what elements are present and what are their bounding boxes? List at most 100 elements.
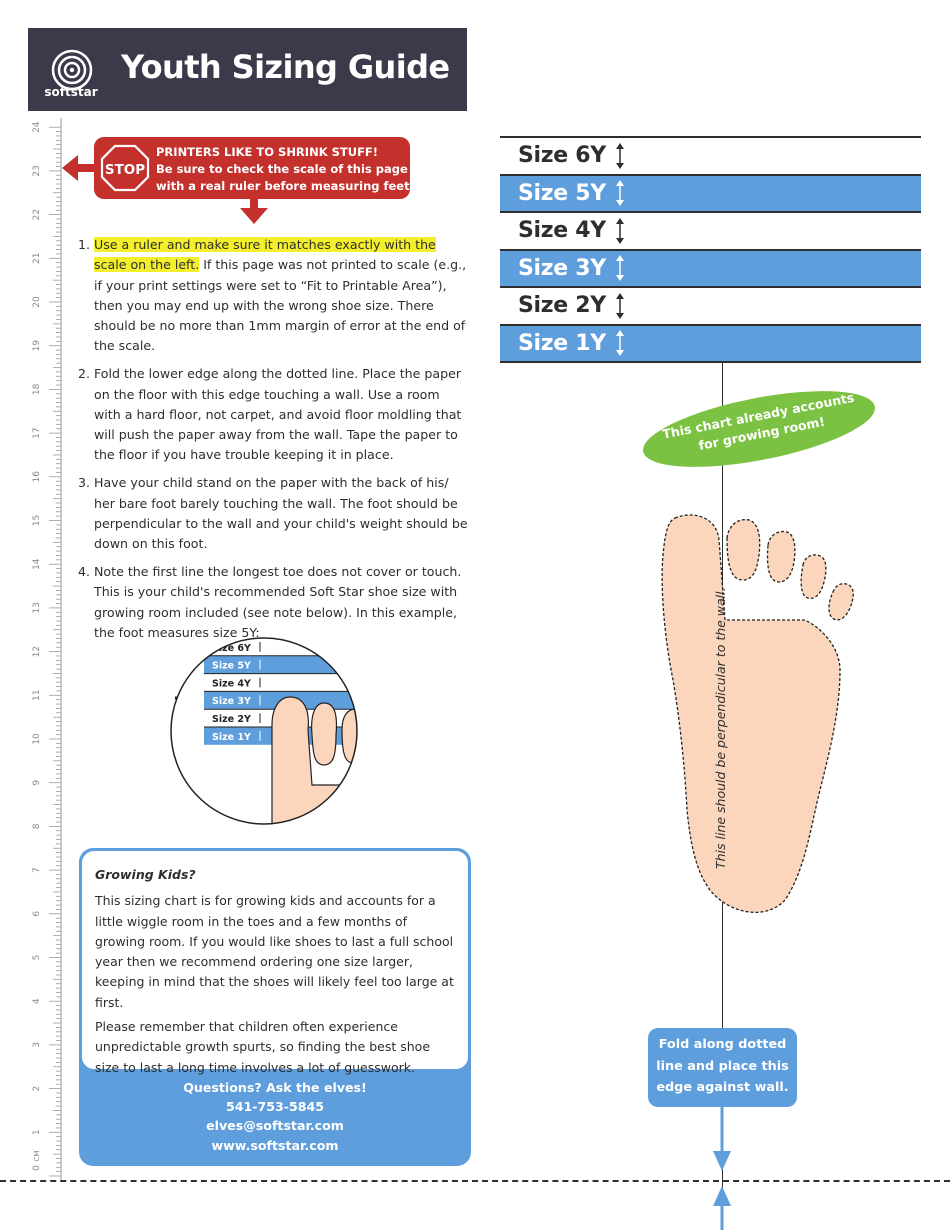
brand-name: softstar	[44, 85, 98, 99]
ruler-label: 6	[32, 911, 42, 917]
instruction-step-4: 4. Note the first line the longest toe d…	[78, 562, 470, 643]
ruler-label: 20	[32, 296, 42, 308]
contact-website[interactable]: www.softstar.com	[211, 1137, 339, 1153]
step-number: 1.	[78, 237, 91, 252]
ruler-label: 13	[32, 602, 42, 613]
perpendicular-note: This line should be perpendicular to the…	[713, 587, 728, 869]
size-label: Size 6Y	[518, 143, 606, 169]
example-zoom-circle: Size 6Y Size 5Y Size 4Y Size 3Y Size 2Y Size …	[170, 637, 358, 825]
zoom-size-label: Size 1Y	[212, 732, 251, 743]
size-label: Size 4Y	[518, 218, 606, 244]
foot-outline	[661, 514, 854, 913]
warning-line-1: PRINTERS LIKE TO SHRINK STUFF!	[156, 145, 379, 159]
ruler-label: 8	[32, 823, 42, 829]
step-text: If this page was not printed to scale (e…	[94, 257, 467, 354]
contact-info: Questions? Ask the elves! 541-753-5845 e…	[79, 1078, 471, 1155]
ruler-label: 7	[32, 867, 42, 873]
size-row: Size 2Y	[500, 286, 921, 324]
size-row: Size 5Y	[500, 173, 921, 211]
size-chart: Size 6Y Size 5Y Size 4Y Size 3Y Size 2Y Size …	[500, 136, 921, 363]
arrow-down-to-fold-icon	[713, 1105, 731, 1171]
ruler-label: 11	[32, 690, 42, 701]
contact-email[interactable]: elves@softstar.com	[206, 1118, 344, 1134]
size-label: Size 5Y	[518, 180, 606, 206]
growing-kids-paragraph-2: Please remember that children often expe…	[95, 1019, 431, 1075]
double-arrow-icon	[615, 142, 624, 169]
zoom-size-label: Size 5Y	[212, 661, 251, 672]
instruction-step-2: 2. Fold the lower edge along the dotted …	[78, 364, 470, 465]
ruler-unit: CM	[33, 1151, 41, 1162]
cm-ruler: 0123456789101112131415161718192021222324…	[32, 118, 62, 1182]
fold-dotted-line	[0, 1180, 950, 1182]
ruler-label: 21	[32, 253, 42, 264]
double-arrow-icon	[615, 292, 624, 319]
ruler-label: 17	[32, 427, 42, 438]
warning-line-2: Be sure to check the scale of this page	[156, 162, 408, 176]
instructions-list: 1. Use a ruler and make sure it matches …	[78, 235, 470, 651]
ruler-label: 5	[32, 955, 42, 961]
zoom-size-label: Size 4Y	[212, 678, 251, 689]
step-number: 2.	[78, 366, 91, 382]
ruler-label: 12	[32, 646, 42, 657]
size-row: Size 6Y	[500, 136, 921, 174]
zoom-size-row	[204, 673, 357, 692]
softstar-logo-icon	[51, 49, 93, 91]
contact-phone[interactable]: 541-753-5845	[225, 1099, 325, 1115]
fold-instruction: Fold along dotted line and place this ed…	[648, 1028, 797, 1107]
ruler-label: 14	[32, 558, 42, 570]
size-label: Size 3Y	[518, 255, 606, 281]
growing-room-badge	[643, 391, 875, 467]
step-text: Note the first line the longest toe does…	[94, 563, 462, 640]
instruction-step-3: 3. Have your child stand on the paper wi…	[78, 473, 470, 554]
growing-kids-title: Growing Kids?	[95, 867, 196, 882]
ruler-label: 0	[32, 1165, 42, 1171]
growing-kids-paragraph-1: This sizing chart is for growing kids an…	[95, 893, 454, 1010]
ruler-label: 22	[32, 209, 42, 220]
ruler-label: 1	[32, 1129, 42, 1135]
header-banner: softstar Youth Sizing Guide	[28, 28, 467, 111]
arrow-up-to-fold-icon	[713, 1186, 731, 1230]
ruler-label: 10	[32, 733, 42, 745]
fold-line-3: edge against wall.	[656, 1080, 789, 1095]
page-title: Youth Sizing Guide	[121, 48, 450, 86]
ruler-label: 16	[32, 471, 42, 483]
double-arrow-icon	[615, 330, 624, 357]
size-row: Size 3Y	[500, 248, 921, 286]
ruler-label: 19	[32, 340, 42, 352]
double-arrow-icon	[615, 255, 624, 282]
stop-sign-icon: STOP	[100, 144, 150, 192]
size-label: Size 1Y	[518, 330, 606, 356]
ruler-label: 3	[32, 1042, 42, 1048]
ruler-label: 24	[32, 121, 42, 133]
ruler-label: 9	[32, 780, 42, 786]
ruler-label: 15	[32, 515, 42, 526]
contact-heading: Questions? Ask the elves!	[183, 1080, 367, 1095]
warning-line-3: with a real ruler before measuring feet.	[156, 179, 414, 193]
size-label: Size 2Y	[518, 293, 606, 319]
step-number: 4.	[78, 563, 91, 579]
stop-sign-label: STOP	[105, 162, 145, 178]
arrow-down-icon	[240, 196, 268, 224]
zoom-size-label: Size 6Y	[212, 643, 251, 654]
double-arrow-icon	[615, 180, 624, 207]
size-chart-bottom-line	[500, 361, 921, 363]
zoom-size-row	[204, 655, 357, 674]
ruler-label: 2	[32, 1086, 42, 1092]
step-number: 3.	[78, 475, 91, 491]
double-arrow-icon	[615, 217, 624, 244]
ruler-label: 4	[32, 998, 42, 1004]
step-text: Fold the lower edge along the dotted lin…	[94, 366, 462, 463]
arrow-left-icon	[62, 155, 96, 181]
printer-warning: STOP PRINTERS LIKE TO SHRINK STUFF! Be s…	[94, 137, 414, 199]
zoom-size-label: Size 2Y	[212, 714, 251, 725]
ruler-label: 18	[32, 383, 42, 395]
growing-kids-panel: Growing Kids? This sizing chart is for g…	[79, 848, 471, 1166]
step-text: Have your child stand on the paper with …	[94, 475, 468, 552]
instruction-step-1: 1. Use a ruler and make sure it matches …	[78, 235, 470, 357]
zoom-size-label: Size 3Y	[212, 696, 251, 707]
growing-kids-note: Growing Kids? This sizing chart is for g…	[82, 851, 468, 1075]
fold-line-2: line and place this	[656, 1058, 789, 1074]
size-row: Size 1Y	[500, 323, 921, 361]
size-row: Size 4Y	[500, 211, 921, 249]
fold-line-1: Fold along dotted	[658, 1037, 787, 1052]
